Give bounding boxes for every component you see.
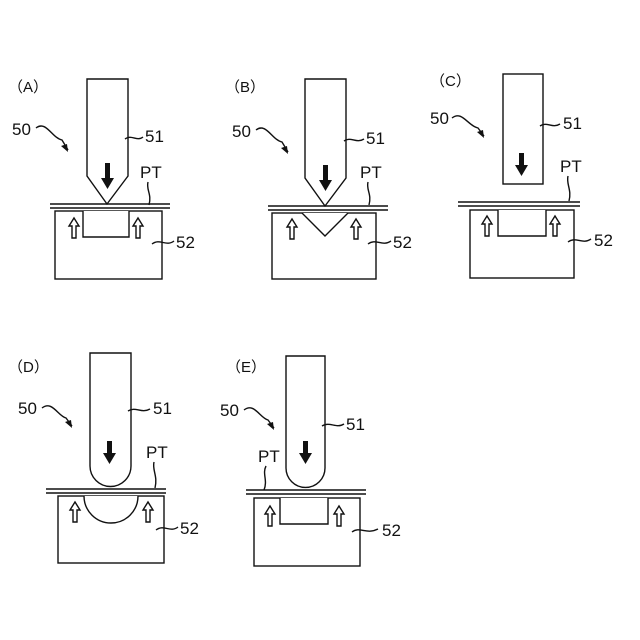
sheet-label: PT xyxy=(360,163,382,182)
sheet-leader xyxy=(154,462,156,488)
leader-arrowhead xyxy=(477,130,484,138)
punch-label: 51 xyxy=(145,127,164,146)
sheet-leader xyxy=(148,182,150,205)
panel-label: （E） xyxy=(226,359,266,376)
apparatus-label: 50 xyxy=(18,399,37,418)
sheet-leader xyxy=(264,466,266,490)
die-label: 52 xyxy=(594,231,613,250)
panel-b: （B） 50 51 PT 52 xyxy=(225,79,412,279)
leader-arrowhead xyxy=(267,422,274,430)
sheet-label: PT xyxy=(146,443,168,462)
punch-label: 51 xyxy=(563,114,582,133)
die-cavity xyxy=(280,498,328,524)
die-label: 52 xyxy=(393,233,412,252)
leader-arrowhead xyxy=(65,420,72,428)
panel-label: （C） xyxy=(430,73,471,90)
apparatus-label: 50 xyxy=(232,122,251,141)
die-label: 52 xyxy=(180,519,199,538)
apparatus-label: 50 xyxy=(220,401,239,420)
panel-label: （D） xyxy=(8,359,49,376)
panel-c: （C） 50 51 PT 52 xyxy=(430,73,613,278)
die-label: 52 xyxy=(382,521,401,540)
punch xyxy=(286,356,325,487)
apparatus-label: 50 xyxy=(12,120,31,139)
punch-label: 51 xyxy=(366,129,385,148)
sheet-leader xyxy=(368,182,370,205)
leader-arrowhead xyxy=(61,144,68,152)
punch-label: 51 xyxy=(346,415,365,434)
leader-arrowhead xyxy=(281,146,288,154)
panel-label: （A） xyxy=(8,79,48,96)
punch-leader xyxy=(344,139,364,141)
sheet-label: PT xyxy=(560,157,582,176)
panel-e: （E） 50 51 PT 52 xyxy=(220,356,401,566)
panel-a: （A） 50 51 PT 52 xyxy=(8,79,195,279)
sheet-leader xyxy=(568,176,570,201)
panel-label: （B） xyxy=(225,79,265,96)
punch-label: 51 xyxy=(153,399,172,418)
die-label: 52 xyxy=(176,233,195,252)
die-cavity xyxy=(498,210,546,236)
die-cavity xyxy=(83,211,129,237)
sheet-label: PT xyxy=(258,447,280,466)
punch xyxy=(90,353,131,487)
panel-d: （D） 50 51 PT 52 xyxy=(8,353,199,563)
sheet-label: PT xyxy=(140,163,162,182)
apparatus-label: 50 xyxy=(430,109,449,128)
